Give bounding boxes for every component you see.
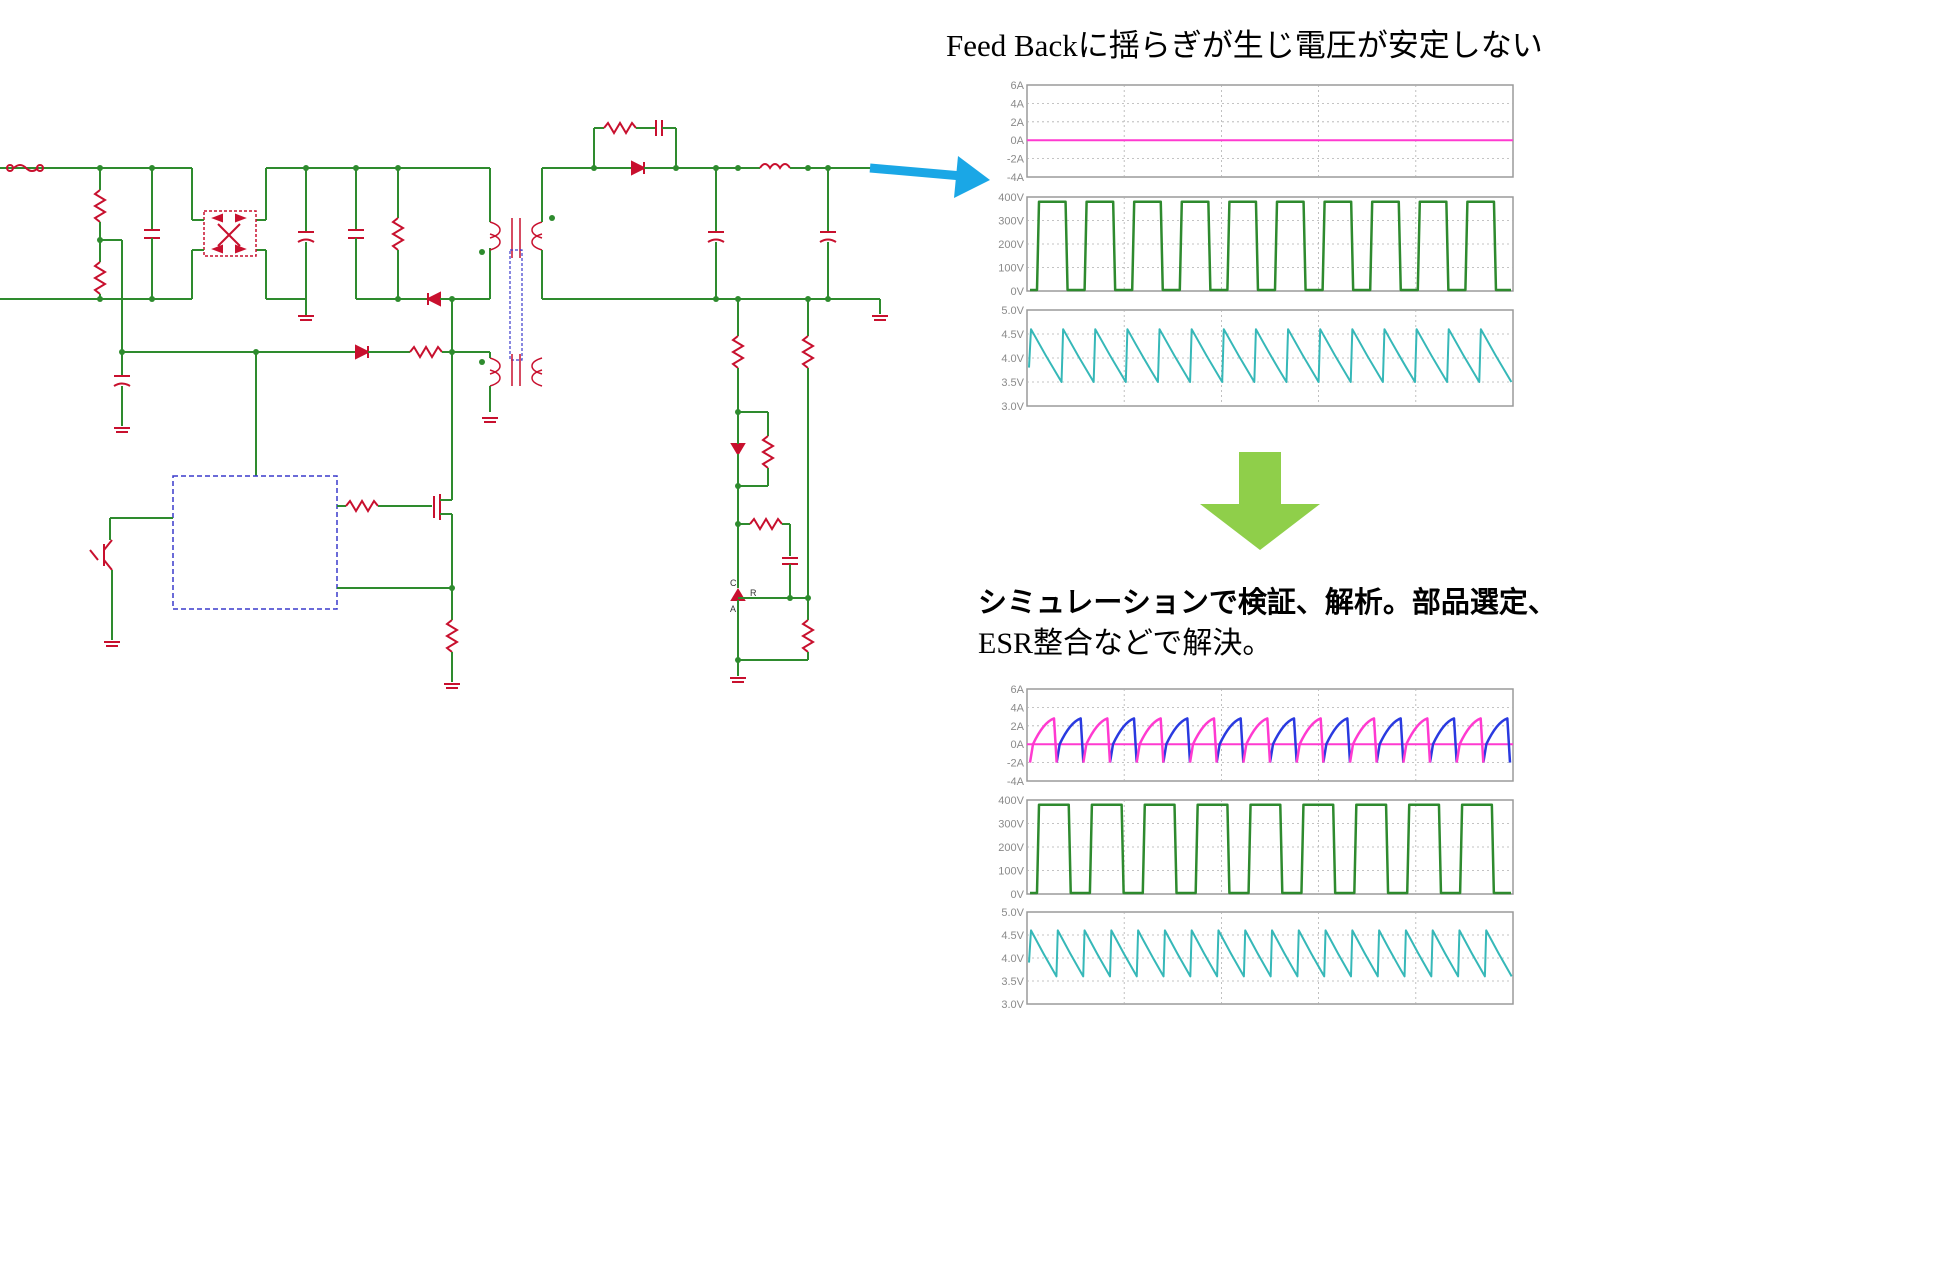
aux-transformer bbox=[489, 354, 543, 387]
y-tick-label: 200V bbox=[998, 842, 1024, 854]
input-rails bbox=[0, 167, 491, 300]
panel-before-2: 400V 300V 200V 100V 0V bbox=[998, 192, 1514, 298]
y-tick-label: 0V bbox=[1011, 286, 1025, 298]
output-snubber bbox=[542, 120, 760, 176]
y-tick-label: 400V bbox=[998, 192, 1024, 204]
y-tick-label: 5.0V bbox=[1001, 305, 1024, 317]
y-tick-label: 4A bbox=[1011, 98, 1025, 110]
trace-output-voltage bbox=[1028, 929, 1513, 978]
y-tick-label: 100V bbox=[998, 263, 1024, 275]
output-capacitor-1 bbox=[707, 168, 725, 299]
y-tick-label: 5.0V bbox=[1001, 907, 1024, 919]
bottom-caption-line2: ESR整合などで解決。 bbox=[978, 627, 1273, 660]
y-tick-label: 6A bbox=[1011, 80, 1025, 92]
snubber-capacitor bbox=[348, 168, 364, 299]
panel-after-1: 6A 4A 2A 0A -2A -4A bbox=[1007, 684, 1514, 788]
y-tick-label: 100V bbox=[998, 866, 1024, 878]
x-capacitor bbox=[144, 168, 160, 299]
panel-before-1: 6A 4A 2A 0A -2A -4A bbox=[1007, 80, 1514, 184]
y-tick-label: 300V bbox=[998, 216, 1024, 228]
panel-frame bbox=[1026, 196, 1514, 292]
y-tick-label: 4.5V bbox=[1001, 930, 1024, 942]
y-tick-label: -2A bbox=[1007, 154, 1025, 166]
y-tick-label: 3.5V bbox=[1001, 377, 1024, 389]
fuse bbox=[6, 164, 44, 172]
y-tick-label: 400V bbox=[998, 795, 1024, 807]
bulk-capacitor bbox=[297, 168, 315, 321]
svg-text:C: C bbox=[730, 578, 737, 588]
right-arrow bbox=[869, 156, 990, 198]
panel-frame bbox=[1026, 84, 1514, 178]
y-tick-label: 4.0V bbox=[1001, 353, 1024, 365]
clamp-diode bbox=[425, 291, 490, 307]
y-tick-label: 3.5V bbox=[1001, 976, 1024, 988]
y-tick-label: 4.5V bbox=[1001, 329, 1024, 341]
y-tick-label: 2A bbox=[1011, 721, 1025, 733]
panel-frame bbox=[1026, 688, 1514, 782]
svg-text:R: R bbox=[750, 588, 757, 598]
y-tick-label: 300V bbox=[998, 819, 1024, 831]
bottom-caption-line1: シミュレーションで検証、解析。部品選定、 bbox=[978, 585, 1557, 619]
trace-output-voltage bbox=[1028, 328, 1513, 383]
output-inductor bbox=[759, 163, 876, 170]
top-caption: Feed Backに揺らぎが生じ電圧が安定しない bbox=[946, 28, 1543, 63]
y-tick-label: -4A bbox=[1007, 776, 1025, 788]
flyback-schematic: C R A bbox=[0, 120, 888, 689]
y-tick-label: 4.0V bbox=[1001, 953, 1024, 965]
vcc-supply bbox=[113, 344, 452, 476]
snubber-resistor bbox=[391, 168, 405, 299]
chart-group-before: 6A 4A 2A 0A -2A -4A 400V 300V 200V 100V 0V 5.0V 4.5V… bbox=[998, 80, 1514, 413]
junction-dots bbox=[97, 165, 831, 663]
panel-frame bbox=[1026, 309, 1514, 407]
shunt-regulator-pins: C R A bbox=[730, 578, 757, 614]
y-tick-label: 3.0V bbox=[1001, 999, 1024, 1011]
panel-after-3: 5.0V 4.5V 4.0V 3.5V 3.0V bbox=[1001, 907, 1514, 1011]
bridge-rectifier bbox=[192, 210, 257, 257]
power-mosfet bbox=[337, 299, 460, 689]
main-transformer bbox=[489, 218, 543, 361]
feedback-network bbox=[730, 299, 815, 683]
trace-current-magenta bbox=[1028, 717, 1485, 763]
trace-current-blue bbox=[1055, 717, 1512, 763]
panel-before-3: 5.0V 4.5V 4.0V 3.5V 3.0V bbox=[1001, 305, 1514, 413]
waveform-charts: 6A 4A 2A 0A -2A -4A 400V 300V 200V 100V 0V 5.0V 4.5V… bbox=[998, 80, 1514, 1011]
input-divider-resistors bbox=[93, 168, 123, 352]
y-tick-label: 0V bbox=[1011, 889, 1025, 901]
trace-drain-voltage bbox=[1030, 200, 1511, 292]
y-tick-label: 200V bbox=[998, 239, 1024, 251]
y-tick-label: -4A bbox=[1007, 172, 1025, 184]
trace-drain-voltage bbox=[1030, 803, 1511, 895]
panel-after-2: 400V 300V 200V 100V 0V bbox=[998, 795, 1514, 901]
svg-text:A: A bbox=[730, 604, 736, 614]
y-tick-label: 4A bbox=[1011, 702, 1025, 714]
output-capacitor-2 bbox=[819, 168, 837, 299]
chart-group-after: 6A 4A 2A 0A -2A -4A 400V 300V 200V 100V 0V 5.0V 4.5V… bbox=[998, 684, 1514, 1011]
y-tick-label: 3.0V bbox=[1001, 401, 1024, 413]
y-tick-label: 2A bbox=[1011, 117, 1025, 129]
opto-transistor bbox=[89, 517, 173, 647]
y-tick-label: 0A bbox=[1011, 135, 1025, 147]
down-arrow bbox=[1200, 452, 1320, 550]
y-tick-label: 6A bbox=[1011, 684, 1025, 696]
y-tick-label: 0A bbox=[1011, 739, 1025, 751]
controller-ic-box bbox=[172, 475, 338, 610]
y-tick-label: -2A bbox=[1007, 758, 1025, 770]
